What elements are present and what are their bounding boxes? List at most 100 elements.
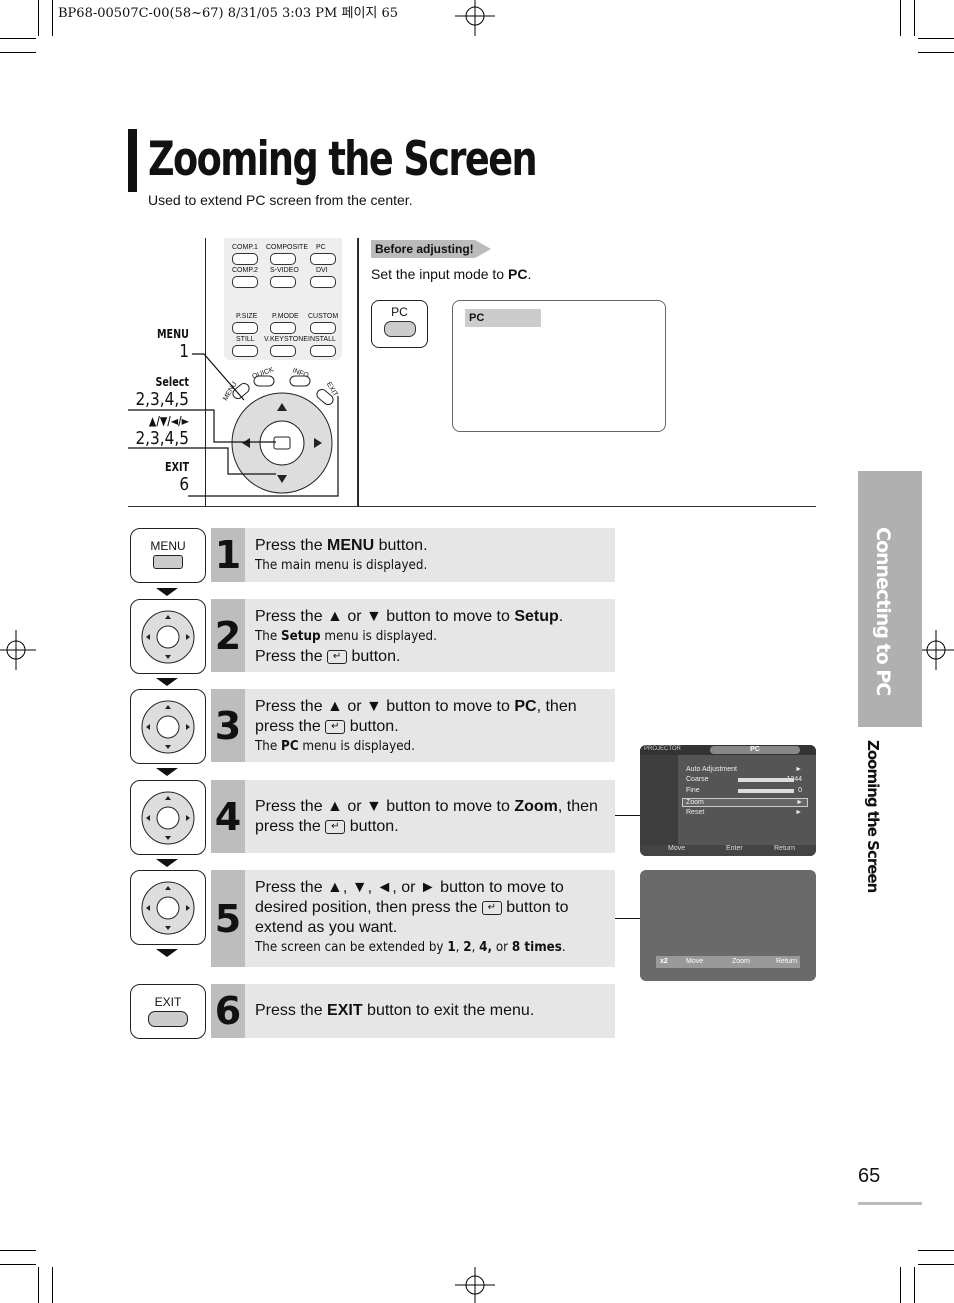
install-key xyxy=(310,345,336,357)
crop-mark xyxy=(914,1267,915,1303)
callout-arrows: ▲/▼/◄/►2,3,4,5 xyxy=(135,414,189,449)
osd-menu-icons xyxy=(640,755,678,846)
exit-button-illustration: EXIT xyxy=(130,984,206,1039)
svideo-key xyxy=(270,276,296,288)
comp2-key xyxy=(232,276,258,288)
osd-zoom-bar: x2 Move Zoom Return xyxy=(656,956,800,968)
down-arrow-icon xyxy=(156,949,178,957)
enter-icon: ↵ xyxy=(325,819,346,834)
crop-mark xyxy=(0,38,36,39)
registration-mark xyxy=(918,630,954,670)
title-bar xyxy=(128,129,137,192)
crop-mark xyxy=(900,0,901,36)
step-2-text: Press the ▲ or ▼ button to move to Setup… xyxy=(255,608,564,665)
crop-mark xyxy=(918,52,954,53)
composite-key xyxy=(270,253,296,265)
enter-icon: ↵ xyxy=(325,719,346,734)
step-4-text: Press the ▲ or ▼ button to move to Zoom,… xyxy=(255,798,598,835)
osd-zoom-view: x2 Move Zoom Return xyxy=(640,870,816,981)
connector-line xyxy=(615,815,640,816)
vertical-divider xyxy=(357,238,358,506)
key-label: INSTALL xyxy=(308,336,336,343)
dpad-illustration xyxy=(130,870,206,945)
menu-button-illustration: MENU xyxy=(130,528,206,583)
down-arrow-icon xyxy=(156,768,178,776)
registration-mark xyxy=(455,1267,495,1303)
down-arrow-icon xyxy=(156,678,178,686)
remote-dpad xyxy=(231,375,334,494)
dpad-illustration xyxy=(130,689,206,764)
down-arrow-icon xyxy=(156,859,178,867)
vkeystone-key xyxy=(270,345,296,357)
crop-mark xyxy=(0,1250,36,1251)
page-subtitle: Used to extend PC screen from the center… xyxy=(148,192,413,208)
key-label: COMPOSITE xyxy=(266,244,309,251)
before-adjusting-tag: Before adjusting! xyxy=(371,240,491,258)
crop-mark xyxy=(52,0,53,36)
crop-mark xyxy=(38,1267,39,1303)
step-3-text: Press the ▲ or ▼ button to move to PC, t… xyxy=(255,698,577,754)
section-topic: Zooming the Screen xyxy=(864,740,882,893)
step-5: 5 Press the ▲, ▼, ◄, or ► button to move… xyxy=(211,870,615,967)
pc-screen-tag: PC xyxy=(465,309,541,327)
key-label: V.KEYSTONE xyxy=(264,336,308,343)
step-1: 1 Press the MENU button. The main menu i… xyxy=(211,528,615,582)
still-key xyxy=(232,345,258,357)
remote-illustration: COMP.1 COMPOSITE PC COMP.2 S-VIDEO DVI P… xyxy=(205,238,359,506)
crop-mark xyxy=(918,1264,954,1265)
psize-key xyxy=(232,322,258,334)
step-4: 4 Press the ▲ or ▼ button to move to Zoo… xyxy=(211,780,615,853)
key-label: COMP.1 xyxy=(232,244,258,251)
key-label: CUSTOM xyxy=(308,313,339,320)
osd-row: Auto Adjustment► xyxy=(686,766,802,773)
key-label: S-VIDEO xyxy=(270,267,299,274)
osd-row-selected: Zoom► xyxy=(682,798,808,807)
registration-mark xyxy=(455,0,495,36)
key-label: PC xyxy=(316,244,326,251)
step-3: 3 Press the ▲ or ▼ button to move to PC,… xyxy=(211,689,615,762)
callout-lines xyxy=(128,353,339,497)
pmode-key xyxy=(270,322,296,334)
page-title: Zooming the Screen xyxy=(148,132,538,187)
pc-screen-preview: PC xyxy=(452,300,666,432)
pc-key-icon xyxy=(384,321,416,337)
comp1-key xyxy=(232,253,258,265)
step-6: 6 Press the EXIT button to exit the menu… xyxy=(211,984,615,1038)
crop-mark xyxy=(38,0,39,36)
page-number-rule xyxy=(858,1202,922,1205)
step-6-text: Press the EXIT button to exit the menu. xyxy=(255,1002,535,1019)
osd-row: Reset► xyxy=(686,809,802,816)
key-label: P.SIZE xyxy=(236,313,258,320)
crop-mark xyxy=(918,1250,954,1251)
enter-icon: ↵ xyxy=(481,900,502,915)
registration-mark xyxy=(0,630,36,670)
key-label: P.MODE xyxy=(272,313,299,320)
section-tab: Connecting to PC xyxy=(858,471,922,727)
step-5-text: Press the ▲, ▼, ◄, or ► button to move t… xyxy=(255,879,569,955)
crop-mark xyxy=(918,38,954,39)
crop-mark xyxy=(900,1267,901,1303)
dvi-key xyxy=(310,276,336,288)
section-divider xyxy=(128,506,816,507)
page-number: 65 xyxy=(858,1165,881,1187)
dpad-illustration xyxy=(130,599,206,674)
enter-icon: ↵ xyxy=(327,649,348,664)
down-arrow-icon xyxy=(156,588,178,596)
key-label: COMP.2 xyxy=(232,267,258,274)
step-1-text: Press the MENU button. The main menu is … xyxy=(255,537,428,573)
crop-mark xyxy=(0,52,36,53)
connector-line xyxy=(615,918,640,919)
set-input-text: Set the input mode to PC. xyxy=(371,266,532,282)
custom-key xyxy=(310,322,336,334)
key-label: DVI xyxy=(316,267,328,274)
key-label: STILL xyxy=(236,336,255,343)
pc-key xyxy=(310,253,336,265)
print-header: BP68-00507C-00(58~67) 8/31/05 3:03 PM 페이… xyxy=(58,6,399,21)
